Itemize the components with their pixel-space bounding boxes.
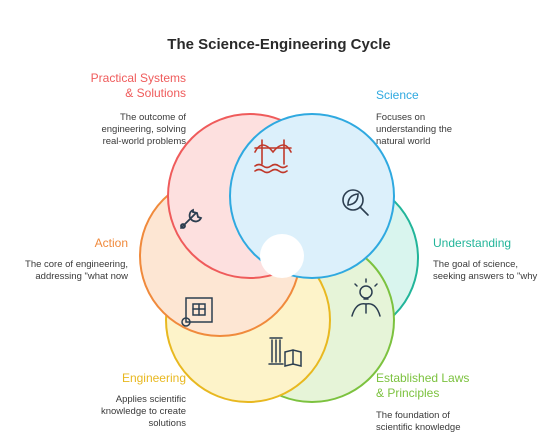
wrench-icon [180,208,203,229]
stage-desc-practical: The outcome of engineering, solving real… [101,112,186,147]
stage-desc-understanding: The goal of science, seeking answers to … [433,259,538,282]
stage-label-action: Action [94,236,128,250]
stage-shape-science [229,113,395,279]
stage-desc-laws: The foundation of scientific knowledge [376,410,461,433]
magnifier-leaf-icon [342,189,369,216]
cycle-center [260,234,304,278]
stage-desc-science: Focuses on understanding the natural wor… [376,112,453,147]
stage-label-engineering: Engineering [121,371,186,385]
blueprint-icon [181,297,213,327]
lightbulb-person-icon [351,278,381,317]
pillar-book-icon [268,337,302,367]
stage-label-understanding: Understanding [433,236,512,250]
stage-label-practical: Practical Systems & Solutions [90,71,186,100]
stage-desc-engineering: Applies scientific knowledge to create s… [100,394,186,429]
stage-label-science: Science [376,88,419,102]
stage-label-laws: Established Laws & Principles [376,371,470,400]
stage-desc-action: The core of engineering, addressing "wha… [25,259,128,282]
diagram-title: The Science-Engineering Cycle [167,36,391,53]
bridge-icon [254,139,292,174]
